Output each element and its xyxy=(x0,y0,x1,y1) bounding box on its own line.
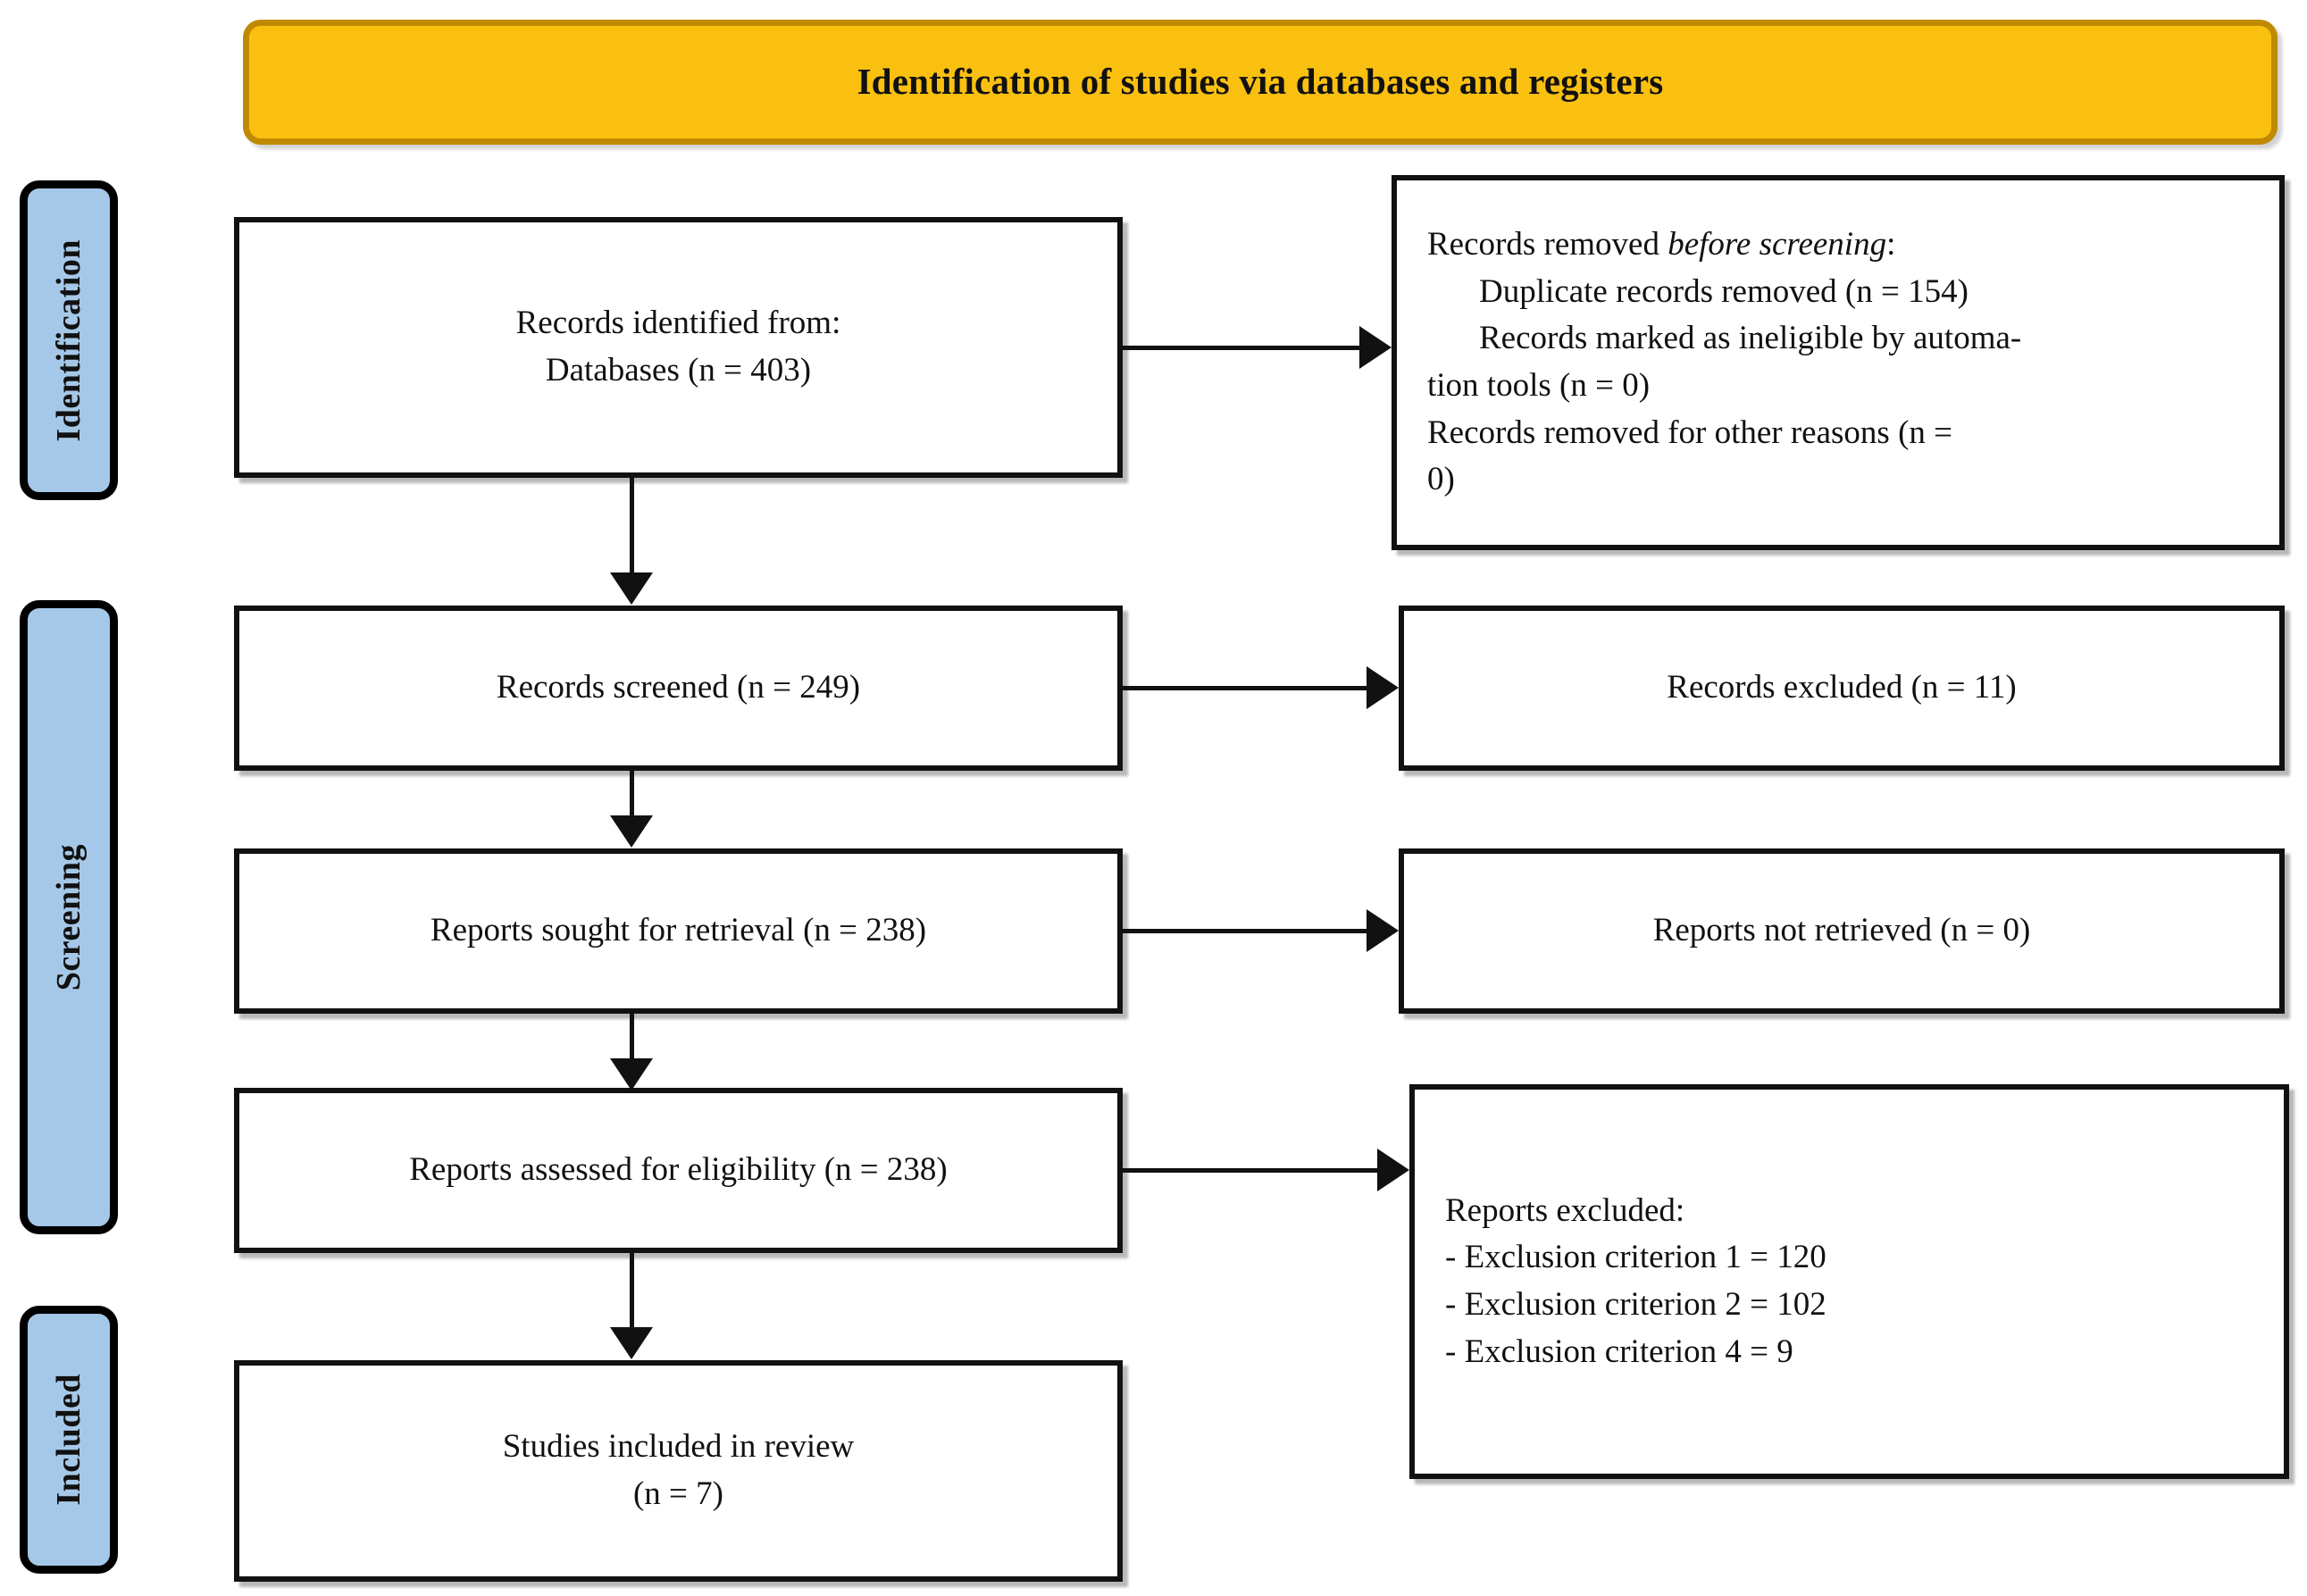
records-removed-heading-italic: before screening xyxy=(1668,226,1887,263)
stage-label-included-text: Included xyxy=(50,1374,88,1506)
box-records-identified-text: Records identified from: Databases (n = … xyxy=(493,300,865,394)
box-records-removed-before-screening: Records removed before screening: Duplic… xyxy=(1392,175,2285,550)
records-removed-item-1: Duplicate records removed (n = 154) xyxy=(1479,272,1968,310)
box-reports-assessed-text: Reports assessed for eligibility (n = 23… xyxy=(386,1147,971,1194)
reports-excluded-text: Reports excluded: - Exclusion criterion … xyxy=(1415,1188,1826,1375)
stage-label-included: Included xyxy=(20,1306,118,1574)
box-reports-assessed: Reports assessed for eligibility (n = 23… xyxy=(234,1088,1123,1253)
connector-screened-to-sought xyxy=(630,769,634,818)
stage-label-screening-text: Screening xyxy=(50,843,88,991)
records-identified-line-2: Databases (n = 403) xyxy=(545,352,812,389)
box-records-identified: Records identified from: Databases (n = … xyxy=(234,217,1123,478)
records-screened-text: Records screened (n = 249) xyxy=(496,669,861,706)
records-removed-item-3: Records removed for other reasons (n = xyxy=(1427,414,1953,451)
reports-sought-text: Reports sought for retrieval (n = 238) xyxy=(430,912,927,949)
connector-assessed-to-reports-excluded xyxy=(1121,1168,1382,1173)
diagram-title: Identification of studies via databases … xyxy=(857,61,1664,103)
box-records-screened: Records screened (n = 249) xyxy=(234,606,1123,771)
studies-included-line-2: (n = 7) xyxy=(632,1475,723,1512)
stage-label-screening: Screening xyxy=(20,600,118,1234)
records-identified-line-1: Records identified from: xyxy=(515,305,841,342)
box-reports-sought-text: Reports sought for retrieval (n = 238) xyxy=(407,907,949,955)
records-removed-item-2-cont: tion tools (n = 0) xyxy=(1427,367,1651,404)
arrowhead-assessed-to-reports-excluded xyxy=(1377,1149,1409,1191)
box-records-screened-text: Records screened (n = 249) xyxy=(473,664,883,712)
stage-label-identification-text: Identification xyxy=(50,238,88,442)
box-studies-included: Studies included in review (n = 7) xyxy=(234,1360,1123,1582)
box-reports-not-retrieved-text: Reports not retrieved (n = 0) xyxy=(1630,907,2054,955)
box-records-excluded-text: Records excluded (n = 11) xyxy=(1643,664,2039,712)
reports-excluded-item-3: - Exclusion criterion 4 = 9 xyxy=(1445,1333,1793,1370)
reports-excluded-heading: Reports excluded: xyxy=(1445,1191,1685,1229)
studies-included-line-1: Studies included in review xyxy=(502,1428,855,1466)
connector-assessed-to-included xyxy=(630,1251,634,1330)
box-records-excluded: Records excluded (n = 11) xyxy=(1399,606,2285,771)
arrowhead-assessed-to-included xyxy=(610,1327,653,1359)
records-excluded-text: Records excluded (n = 11) xyxy=(1667,669,2017,706)
connector-identified-to-removed xyxy=(1121,346,1364,350)
box-reports-not-retrieved: Reports not retrieved (n = 0) xyxy=(1399,848,2285,1014)
arrowhead-screened-to-excluded xyxy=(1367,666,1399,709)
arrowhead-sought-to-not-retrieved xyxy=(1367,909,1399,952)
arrowhead-identified-to-removed xyxy=(1359,326,1392,369)
arrowhead-identified-to-screened xyxy=(610,572,653,605)
diagram-header-banner: Identification of studies via databases … xyxy=(243,20,2278,145)
box-reports-excluded: Reports excluded: - Exclusion criterion … xyxy=(1409,1084,2289,1479)
arrowhead-screened-to-sought xyxy=(610,815,653,848)
records-removed-text: Records removed before screening: Duplic… xyxy=(1397,221,2021,503)
records-removed-heading-plain: Records removed xyxy=(1427,226,1668,263)
box-reports-sought: Reports sought for retrieval (n = 238) xyxy=(234,848,1123,1014)
box-studies-included-text: Studies included in review (n = 7) xyxy=(480,1424,878,1517)
records-removed-heading: Records removed before screening: xyxy=(1427,221,2021,269)
connector-sought-to-not-retrieved xyxy=(1121,929,1371,933)
records-removed-heading-colon: : xyxy=(1886,226,1896,263)
connector-screened-to-excluded xyxy=(1121,686,1371,690)
reports-excluded-item-1: - Exclusion criterion 1 = 120 xyxy=(1445,1239,1826,1276)
reports-assessed-text: Reports assessed for eligibility (n = 23… xyxy=(409,1151,948,1189)
connector-sought-to-assessed xyxy=(630,1012,634,1061)
arrowhead-sought-to-assessed xyxy=(610,1058,653,1090)
stage-label-identification: Identification xyxy=(20,180,118,500)
reports-not-retrieved-text: Reports not retrieved (n = 0) xyxy=(1652,912,2031,949)
connector-identified-to-screened xyxy=(630,476,634,574)
records-removed-item-3-cont: 0) xyxy=(1427,461,1455,498)
records-removed-item-2: Records marked as ineligible by automa- xyxy=(1479,320,2022,357)
reports-excluded-item-2: - Exclusion criterion 2 = 102 xyxy=(1445,1286,1826,1323)
